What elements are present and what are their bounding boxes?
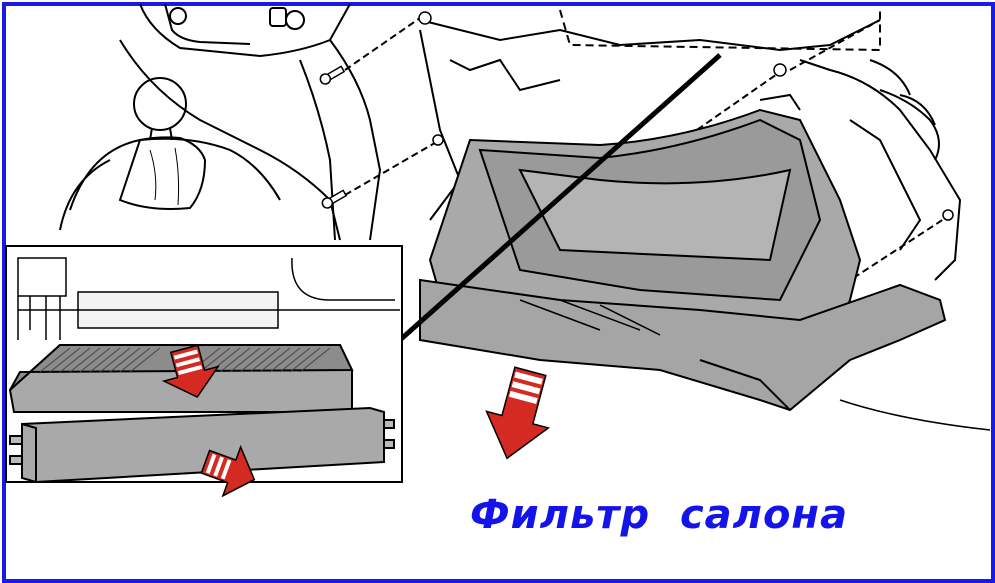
glove-box — [419, 108, 947, 412]
filter-lower-arrow-icon — [200, 444, 256, 498]
cabin-filter-lower — [9, 406, 395, 484]
leader-line — [398, 53, 722, 342]
inset-panel — [5, 245, 403, 498]
caption-title: Фильтр салона — [470, 492, 849, 538]
filter-upper-arrow-icon — [161, 344, 220, 399]
main-down-arrow-icon — [485, 366, 551, 460]
